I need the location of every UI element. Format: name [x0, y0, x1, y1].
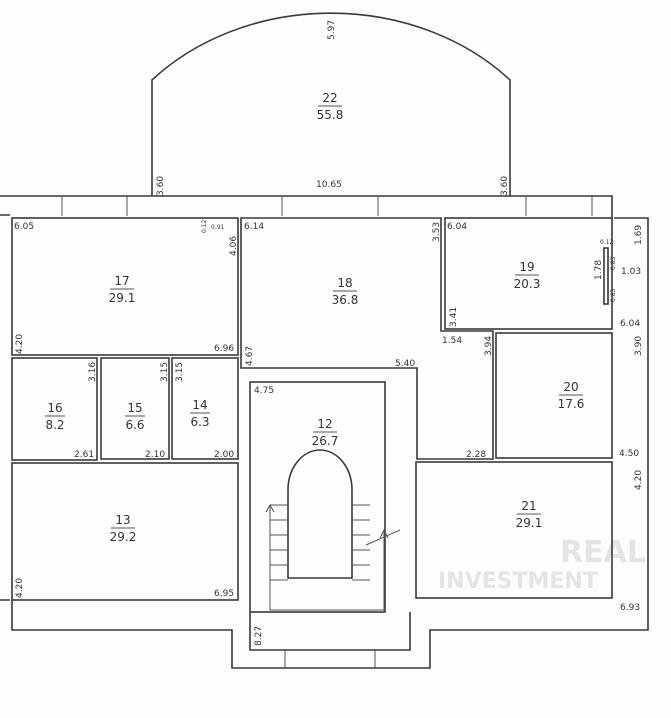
label-text: 6.04: [447, 222, 467, 232]
dimension-labels: 5.97 3.60 10.65 3.60 6.05 0.12 0.91 4.06…: [14, 20, 644, 646]
label-text: 5.40: [395, 359, 415, 369]
label-text: 36.8: [332, 293, 359, 307]
label-text: 18: [337, 276, 352, 290]
room-label-16: 168.2: [45, 401, 65, 432]
room-label-22: 22 55.8: [317, 91, 344, 122]
room-13: [11, 462, 239, 601]
label-text: 3.41: [449, 307, 459, 327]
label-text: 3.15: [175, 362, 185, 382]
label-text: 5.97: [327, 20, 337, 40]
room-label-13: 13 29.2: [110, 513, 137, 544]
label-text: 0.85: [610, 288, 617, 302]
label-text: 6.05: [14, 222, 34, 232]
label-text: 19: [519, 260, 534, 274]
room-label-14: 146.3: [190, 398, 210, 429]
label-text: 2.28: [466, 450, 486, 460]
staircase: [265, 449, 401, 611]
label-text: 1.69: [634, 225, 644, 245]
label-text: 6.3: [190, 415, 209, 429]
label-text: 1.78: [594, 260, 604, 280]
watermark-line2: INVESTMENT: [438, 569, 598, 594]
label-text: 8.2: [45, 418, 64, 432]
label-text: 4.67: [245, 346, 255, 366]
label-text: 17: [114, 274, 129, 288]
label-text: 4.50: [619, 449, 639, 459]
label-text: 20.3: [514, 277, 541, 291]
room-17: [11, 217, 239, 356]
label-text: 0.12: [201, 219, 208, 233]
label-text: 55.8: [317, 108, 344, 122]
label-text: 4.20: [634, 470, 644, 490]
room-12: [249, 381, 386, 613]
room-21: [415, 461, 613, 599]
label-text: 6.96: [214, 344, 234, 354]
label-text: 1.03: [621, 267, 641, 277]
label-text: 0.83: [610, 256, 617, 270]
label-text: 3.60: [156, 176, 166, 196]
label-text: 2.10: [145, 450, 165, 460]
label-text: 3.60: [500, 176, 510, 196]
room-label-21: 21 29.1: [516, 499, 543, 530]
label-text: 3.15: [160, 362, 170, 382]
room-18: [240, 217, 494, 460]
label-text: 10.65: [316, 180, 342, 190]
room-label-17: 17 29.1: [109, 274, 136, 305]
label-text: 6.14: [244, 222, 264, 232]
room-14: [171, 357, 239, 460]
room-label-15: 156.6: [125, 401, 145, 432]
label-text: 3.53: [432, 222, 442, 242]
label-text: 16: [47, 401, 62, 415]
label-text: 4.06: [229, 236, 239, 256]
label-text: 17.6: [558, 397, 585, 411]
label-text: 3.90: [634, 336, 644, 356]
label-text: 21: [521, 499, 536, 513]
room-16: [11, 357, 98, 461]
label-text: 29.1: [516, 516, 543, 530]
label-text: 6.93: [620, 603, 640, 613]
outer-walls: [0, 12, 649, 669]
label-text: 14: [192, 398, 207, 412]
label-text: 1.54: [442, 336, 462, 346]
label-text: 3.94: [484, 336, 494, 356]
room-label-20: 20 17.6: [558, 380, 585, 411]
label-text: 2.00: [214, 450, 234, 460]
label-text: 8.27: [254, 626, 264, 646]
label-text: 13: [115, 513, 130, 527]
watermark-line1: REAL: [560, 535, 646, 570]
label-text: 22: [322, 91, 337, 105]
room-15: [100, 357, 170, 460]
label-text: 12: [317, 417, 332, 431]
label-text: 6.95: [214, 589, 234, 599]
room-label-18: 18 36.8: [332, 276, 359, 307]
label-text: 29.2: [110, 530, 137, 544]
room-19: [444, 217, 613, 330]
label-text: 3.16: [88, 362, 98, 382]
watermark-logo: REAL INVESTMENT: [438, 535, 646, 594]
label-text: 6.6: [125, 418, 144, 432]
label-text: 0.91: [211, 224, 225, 231]
label-text: 29.1: [109, 291, 136, 305]
room-20: [495, 332, 613, 459]
label-text: 4.20: [15, 578, 25, 598]
label-text: 4.20: [15, 334, 25, 354]
label-text: 4.75: [254, 386, 274, 396]
label-text: 15: [127, 401, 142, 415]
label-text: 6.04: [620, 319, 640, 329]
room-label-12: 12 26.7: [312, 417, 339, 448]
room-label-19: 19 20.3: [514, 260, 541, 291]
label-text: 26.7: [312, 434, 339, 448]
label-text: 0.12: [600, 239, 614, 246]
room-19-partition: [603, 247, 609, 305]
label-text: 20: [563, 380, 578, 394]
label-text: 2.61: [74, 450, 94, 460]
